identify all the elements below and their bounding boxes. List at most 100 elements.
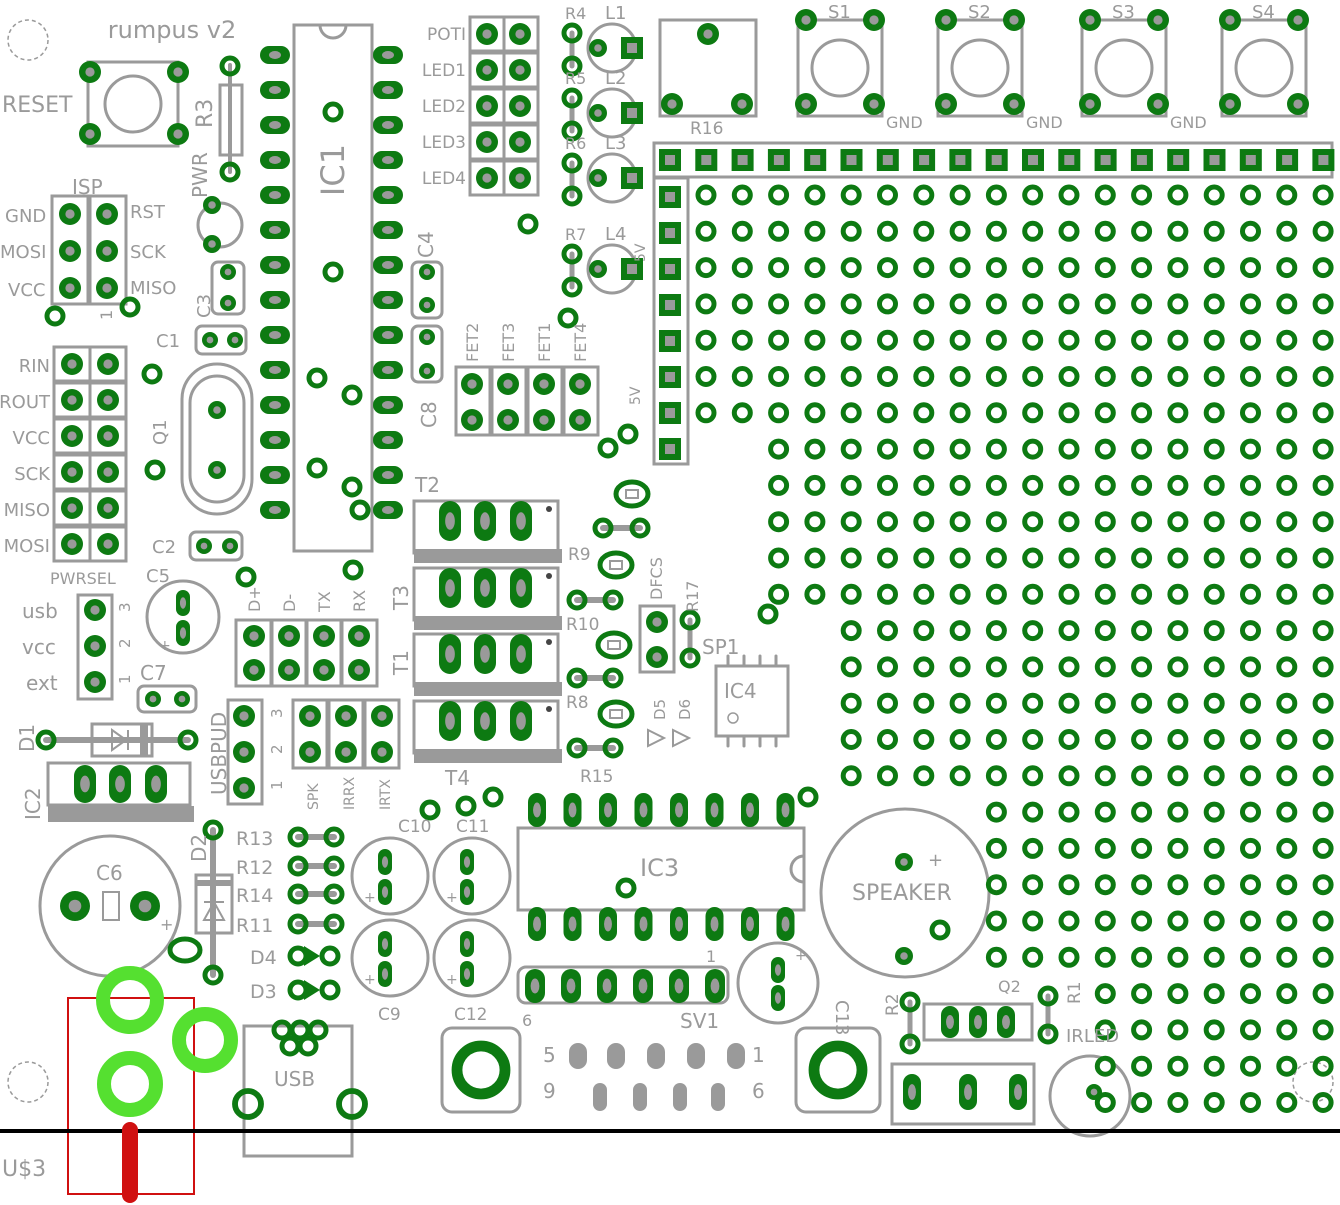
pwrsel-box [76,593,114,701]
proto-hole [1312,184,1334,206]
ic1-pin-left-hole [269,471,281,479]
r15-pad [566,737,588,759]
r9-label: R9 [568,545,591,565]
c8-pad-hole [423,367,431,375]
proto-hole [1312,656,1334,678]
proto-hole [695,402,717,424]
led-pad-sq-hole [627,43,637,53]
reset-switch-outline [86,60,180,148]
r16-pad-hole [667,99,677,109]
proto-hole [1312,257,1334,279]
proto-hole [949,729,971,750]
proto-hole [768,547,790,569]
dfcs-box [638,604,676,674]
proto-hole [1131,511,1153,533]
proto-hole [1131,765,1153,787]
c6-label: C6 [96,861,123,885]
proto-hole [877,438,898,460]
proto-hole [1240,293,1261,315]
r17-pad [679,647,701,669]
proto-hole [1312,837,1334,859]
d2-pad [202,819,224,841]
proto-hole [1276,1019,1298,1041]
led-resistor-pad [561,152,583,174]
proto-hole [985,547,1007,569]
ic1-pin-left-hole [269,51,281,59]
ir-rx-pin-hole [1014,1084,1022,1100]
proto-extra [797,786,819,808]
proto-hole [1058,293,1080,315]
proto-hole [877,692,898,714]
led-resistor-label: R6 [565,134,586,153]
switch-label-s4: S4 [1252,2,1275,23]
proto-hole [1167,656,1189,678]
led-resistor-label: R5 [565,69,586,88]
proto-hole [1094,801,1116,823]
proto-hole [949,583,971,605]
serial-hdr-pin-hole [67,539,77,549]
proto-hole [1094,765,1116,787]
q1-pad-hole [213,466,221,474]
proto-hole [804,293,826,315]
proto-hole [1167,257,1189,279]
proto-hole [1240,184,1261,206]
proto-hole [1203,874,1225,896]
electrolytic-plus: + [364,890,376,906]
proto-hole [840,583,862,605]
proto-hole [1276,474,1298,496]
comm-hdr-pin-hole [249,631,259,641]
proto-hole [949,511,971,533]
led-label: L3 [605,133,626,154]
proto-hole [985,656,1007,678]
isp-via [119,296,141,318]
r10-pad [602,589,624,611]
fet-via [617,423,639,445]
switch-pad-hole [941,15,951,25]
switch-cap [1094,38,1154,98]
proto-hole [1312,692,1334,714]
d5-label: D5 [651,699,669,720]
dfcs-pin-hole [652,652,662,662]
resistor-label-r12: R12 [236,857,273,879]
proto-hole [1131,1092,1153,1113]
proto-hole [1240,874,1261,896]
sv1-pin1: 1 [706,947,716,966]
led-hdr-box [502,159,540,197]
proto-hole [985,402,1007,424]
r3-pad [219,55,241,77]
ic2-outline [46,761,192,807]
reset-pad-hole [85,67,95,77]
switch-pad-hole [1225,15,1235,25]
pwrsel-3: 3 [116,602,134,612]
proto-header-pad-hole [919,155,930,165]
proto-hole [840,511,862,533]
isp-miso: MISO [130,278,176,299]
proto-hole [985,692,1007,714]
led-resistor-pad [561,87,583,109]
proto-hole [768,329,790,351]
led-via [517,213,539,235]
switch-pad-hole [801,15,811,25]
u3-pad [96,966,164,1034]
led-pad-sq-hole [627,264,637,274]
proto-header-pad-hole [665,408,675,418]
small-cap [613,479,651,509]
c13-label: C13 [831,1000,852,1035]
c13-pad-hole [774,992,782,1004]
misc-via [144,459,166,481]
serial-hdr-box [88,417,128,455]
electrolytic-pad-hole [381,886,389,898]
transistor-pin-hole [445,712,455,730]
proto-hole [913,583,935,605]
proto-hole [1131,220,1153,242]
proto-header-pad-hole [665,300,675,310]
proto-hole [1094,583,1116,605]
c1-outline [194,324,248,356]
ir-via [419,799,441,821]
proto-hole [1167,729,1189,750]
proto-hole [913,511,935,533]
sv1-outline [516,965,730,1005]
ir-via [482,786,504,808]
proto-hole [1131,1055,1153,1077]
